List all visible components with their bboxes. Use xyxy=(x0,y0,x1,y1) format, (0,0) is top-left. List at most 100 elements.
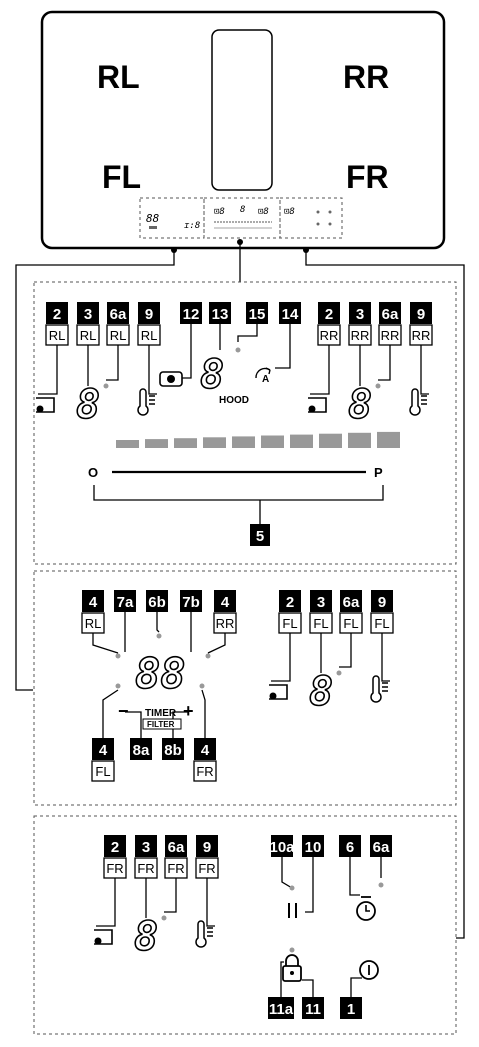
rr-power-digit: 8 xyxy=(348,382,372,428)
timer-top-tag-2: 7a xyxy=(114,590,136,612)
fl-tag-3-number: 6a xyxy=(343,594,360,611)
fl-tag-2: 3FL xyxy=(309,590,333,634)
fl-pot-icon[interactable] xyxy=(269,684,288,700)
fr-tag-1-number: 2 xyxy=(111,839,119,856)
rl-thermometer-icon xyxy=(137,388,155,416)
fr-tag-4-zone: FR xyxy=(198,861,215,876)
hood-tag-15-number: 15 xyxy=(249,306,266,323)
rr-pot-icon[interactable] xyxy=(308,397,327,413)
hood-tag-13-number: 13 xyxy=(212,306,229,323)
control-tag-10-number: 10 xyxy=(305,839,322,856)
timer-minus-button[interactable]: − xyxy=(118,701,129,721)
level-bar-3 xyxy=(174,438,197,448)
svg-text:⊡8: ⊡8 xyxy=(214,207,225,217)
hood-power-digit: 8 xyxy=(200,352,224,398)
timer-top-tag-1-zone: RL xyxy=(85,616,102,631)
rl-tag-1-number: 2 xyxy=(53,306,61,323)
control-tag-10a: 10a xyxy=(269,835,295,857)
timer-bottom-tag-3-number: 8b xyxy=(164,742,182,759)
fr-tag-4: 9FR xyxy=(195,835,219,879)
fr-tag-2: 3FR xyxy=(134,835,158,879)
fr-tag-3-number: 6a xyxy=(168,839,185,856)
rr-tag-3-number: 6a xyxy=(382,306,399,323)
filter-label: FILTER xyxy=(147,720,175,729)
timer-led-fr xyxy=(199,683,205,689)
rl-pot-icon[interactable] xyxy=(36,397,55,413)
control-tag-6a: 6a xyxy=(370,835,392,857)
svg-text:⊡8: ⊡8 xyxy=(258,207,269,217)
hood-auto-label: A xyxy=(262,374,269,385)
zone-label-fl: FL xyxy=(102,159,141,195)
level-bar-1 xyxy=(116,440,139,448)
child-lock-icon[interactable] xyxy=(282,954,302,982)
power-icon[interactable] xyxy=(359,960,379,980)
timer-bottom-tag-3: 8b xyxy=(162,738,184,760)
fr-led xyxy=(161,915,167,921)
hood-auto-icon[interactable]: A xyxy=(255,367,271,385)
fr-pot-icon[interactable] xyxy=(94,929,113,945)
slider-min-label: O xyxy=(88,465,98,480)
timer-top-tag-4: 7b xyxy=(180,590,202,612)
panel-hood-rear xyxy=(33,281,457,565)
lock-tag-1-number: 1 xyxy=(347,1001,355,1018)
hood-label: HOOD xyxy=(219,395,249,406)
rl-tag-2: 3RL xyxy=(76,302,100,346)
level-bar-6 xyxy=(261,435,284,448)
fr-tag-2-number: 3 xyxy=(142,839,150,856)
hood-tag-12: 12 xyxy=(180,302,202,324)
rl-power-digit: 8 xyxy=(76,382,100,428)
lock-tag-1: 1 xyxy=(340,997,362,1019)
svg-text:88: 88 xyxy=(146,212,160,225)
filter-led xyxy=(156,633,162,639)
timer-top-tag-5-zone: RR xyxy=(216,616,235,631)
fl-power-digit: 8 xyxy=(309,669,333,715)
filter-box xyxy=(142,718,182,730)
hood-light-icon[interactable] xyxy=(159,371,183,387)
rr-tag-2: 3RR xyxy=(348,302,372,346)
rl-tag-4-zone: RL xyxy=(141,328,158,343)
lock-tag-11a: 11a xyxy=(268,997,294,1019)
fr-tag-2-zone: FR xyxy=(137,861,154,876)
rr-tag-4: 9RR xyxy=(409,302,433,346)
timer-led-rr xyxy=(205,653,211,659)
center-hood-vent xyxy=(211,29,273,191)
level-bar-4 xyxy=(203,437,226,448)
timer-plus-button[interactable]: + xyxy=(183,701,194,721)
fl-tag-2-zone: FL xyxy=(313,616,328,631)
rr-tag-4-zone: RR xyxy=(412,328,431,343)
panel-front-right xyxy=(33,815,457,1035)
hood-slider[interactable]: O P 5 xyxy=(88,465,384,546)
fl-tag-3-zone: FL xyxy=(343,616,358,631)
slider-tag xyxy=(250,524,270,546)
level-bar-7 xyxy=(290,434,313,448)
lock-led xyxy=(289,947,295,953)
timer-bottom-tag-2: 8a xyxy=(130,738,152,760)
rr-tag-4-number: 9 xyxy=(417,306,425,323)
level-bar-5 xyxy=(232,436,255,448)
pause-icon[interactable] xyxy=(288,903,297,918)
timer-clock-icon[interactable] xyxy=(356,896,376,921)
rl-tag-4-number: 9 xyxy=(145,306,153,323)
timer-top-tag-3: 6b xyxy=(146,590,168,612)
zone-label-rr: RR xyxy=(343,59,389,95)
timer-bottom-tag-2-number: 8a xyxy=(133,742,150,759)
hood-tag-14: 14 xyxy=(279,302,301,324)
timer-top-tag-3-number: 6b xyxy=(148,594,166,611)
zone-label-fr: FR xyxy=(346,159,389,195)
timer-top-tag-1-number: 4 xyxy=(89,594,98,611)
fl-tag-1-number: 2 xyxy=(286,594,294,611)
timer-bottom-tag-1: 4FL xyxy=(91,738,115,782)
rl-tag-2-zone: RL xyxy=(80,328,97,343)
timer-led-rl xyxy=(115,653,121,659)
timer-led xyxy=(378,882,384,888)
rl-tag-4: 9RL xyxy=(137,302,161,346)
rr-tag-2-number: 3 xyxy=(356,306,364,323)
hood-tag-12-number: 12 xyxy=(183,306,200,323)
hood-tag-14-number: 14 xyxy=(282,306,299,323)
